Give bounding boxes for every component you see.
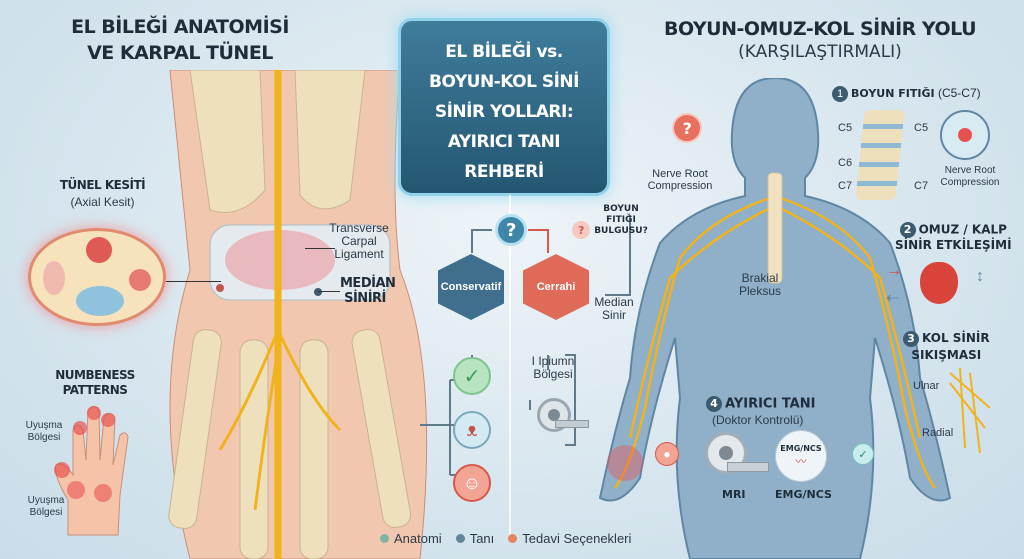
section-number: 4 <box>706 396 722 412</box>
vertebra-label: C7 <box>914 180 929 192</box>
legend-dot <box>380 534 389 543</box>
heart-icon <box>920 262 958 304</box>
numbness-title-line2: PATTERNS <box>62 383 128 397</box>
center-title-line: EL BİLEĞİ vs. <box>445 42 563 62</box>
arrow-right-icon: → <box>886 262 902 279</box>
tunnel-cross-section <box>28 228 166 326</box>
surgery-button[interactable]: Cerrahi <box>523 254 589 320</box>
left-title-line1: EL BİLEĞİ ANATOMİSİ <box>71 16 289 38</box>
center-title-line: BOYUN-KOL SİNİ <box>429 72 579 92</box>
nerve-root-compression-label: Nerve Root Compression <box>647 168 713 193</box>
tunnel-section-title: TÜNEL KESİTİ <box>59 178 146 192</box>
center-title-box: EL BİLEĞİ vs. BOYUN-KOL SİNİ SİNİR YOLLA… <box>398 18 610 196</box>
emg-label: EMG/NCS <box>775 488 832 501</box>
numbness-title-line1: NUMBENESS <box>55 368 135 382</box>
nerve-branch-illustration <box>949 368 991 453</box>
numbness-title: NUMBENESS PATTERNS <box>40 368 150 398</box>
legend-label: Tanı <box>469 531 495 546</box>
inflamed-nerve-icon <box>86 237 112 263</box>
legend-item-treatment: Tedavi Seçenekleri <box>508 531 631 546</box>
median-nerve-label: MEDİAN SİNİRİ <box>340 276 396 306</box>
vertebra-label: C6 <box>838 157 853 169</box>
vertebra-label: C5 <box>838 122 853 134</box>
right-subtitle: (KARŞILAŞTIRMALI) <box>738 42 902 62</box>
legend-dot <box>508 534 518 543</box>
legend-dot <box>455 534 465 543</box>
region-label: I Ipiumn Bölgesi <box>528 354 578 382</box>
flowchart-connectors <box>420 195 631 535</box>
mri-machine-icon <box>705 432 769 484</box>
check-icon[interactable]: ✓ <box>453 357 491 395</box>
legend-item-diagnosis: Tanı <box>455 531 495 546</box>
median-label-line2: SİNİRİ <box>344 291 386 306</box>
doctor-icon[interactable]: ☺ <box>453 464 491 502</box>
section-3-title-line1: KOL SİNİR <box>922 331 990 345</box>
section-number: 3 <box>903 330 919 347</box>
ulnar-label: Ulnar <box>913 380 940 392</box>
legend: Anatomi Tanı Tedavi Seçenekleri <box>380 531 631 546</box>
question-badge-icon: ? <box>672 113 702 143</box>
center-title-line: AYIRICI TANI <box>447 132 561 152</box>
body-nerve-illustration <box>598 78 952 559</box>
tunnel-section-subtitle: (Axial Kesit) <box>70 195 135 209</box>
section-number: 1 <box>832 86 848 102</box>
checklist-badge-icon: ✓ <box>852 443 874 465</box>
section-2-title-line1: OMUZ / KALP <box>918 222 1007 237</box>
radial-label: Radial <box>922 427 954 439</box>
section-number: 2 <box>899 222 916 238</box>
left-title: EL BİLEĞİ ANATOMİSİ VE KARPAL TÜNEL <box>30 14 330 66</box>
neck-finding-label: BOYUN FITIĞI BULGUSU? <box>594 204 648 236</box>
herniation-zoom-icon <box>940 110 990 160</box>
median-sinir-label: Median Sinir <box>594 295 634 323</box>
numbness-hand-illustration <box>54 406 129 536</box>
vertebra-label: C7 <box>838 180 853 192</box>
legend-item-anatomy: Anatomi <box>380 531 442 546</box>
waveform-icon: 〰 <box>795 455 807 468</box>
section-1-range: (C5-C7) <box>937 86 981 101</box>
left-title-line2: VE KARPAL TÜNEL <box>87 42 273 64</box>
small-question-icon: ? <box>572 221 590 239</box>
vertebra-label: C5 <box>914 122 929 134</box>
legend-label: Anatomi <box>394 531 442 546</box>
section-4-subtitle: (Doktor Kontrolü) <box>712 413 804 427</box>
section-2-title-line2: SİNİR ETKİLEŞİMİ <box>895 238 1012 252</box>
emg-badge: EMG/NCS 〰 <box>775 430 827 482</box>
wrist-anatomy-illustration <box>168 70 428 559</box>
mri-scanner-icon <box>537 398 589 440</box>
section-4-title: AYIRICI TANI <box>725 396 816 412</box>
right-title: BOYUN-OMUZ-KOL SİNİR YOLU <box>663 18 977 40</box>
finger-bones <box>168 328 412 559</box>
transverse-carpal-ligament <box>209 224 391 301</box>
numb-zone-label-2: Uyuşma Bölgesi <box>27 495 65 518</box>
mri-label: MRI <box>722 488 746 501</box>
brachial-plexus-label: Brakial Pleksus <box>738 271 782 299</box>
compression-label: Nerve Root Compression <box>940 165 1000 188</box>
center-title-line: SİNİR YOLLARI: <box>434 102 574 122</box>
median-label-line1: MEDİAN <box>340 276 396 291</box>
region-label-line2: Bölgesi <box>533 367 573 382</box>
ulna-bone <box>294 70 366 210</box>
radius-bone <box>189 70 266 213</box>
arrow-left-icon: ⇠ <box>886 290 900 307</box>
numb-zone-label-1: Uyuşma Bölgesi <box>25 420 63 443</box>
emg-badge-label: EMG/NCS <box>780 443 822 453</box>
region-label-line1: I Ipiumn <box>531 354 575 368</box>
ligament-label: Transverse Carpal Ligament <box>329 221 389 262</box>
center-title-line: REHBERİ <box>464 162 544 182</box>
location-badge-icon: ● <box>655 442 679 466</box>
legend-label: Tedavi Seçenekleri <box>522 531 632 546</box>
conservative-button[interactable]: Conservatif <box>438 254 504 320</box>
decision-question-icon[interactable]: ? <box>495 214 527 246</box>
section-3-title-line2: SIKIŞMASI <box>911 347 982 362</box>
section-1-title: BOYUN FITIĞI <box>851 87 935 101</box>
dna-icon[interactable]: ᴥ <box>453 411 491 449</box>
arrow-updown-icon: ↕ <box>976 268 984 285</box>
